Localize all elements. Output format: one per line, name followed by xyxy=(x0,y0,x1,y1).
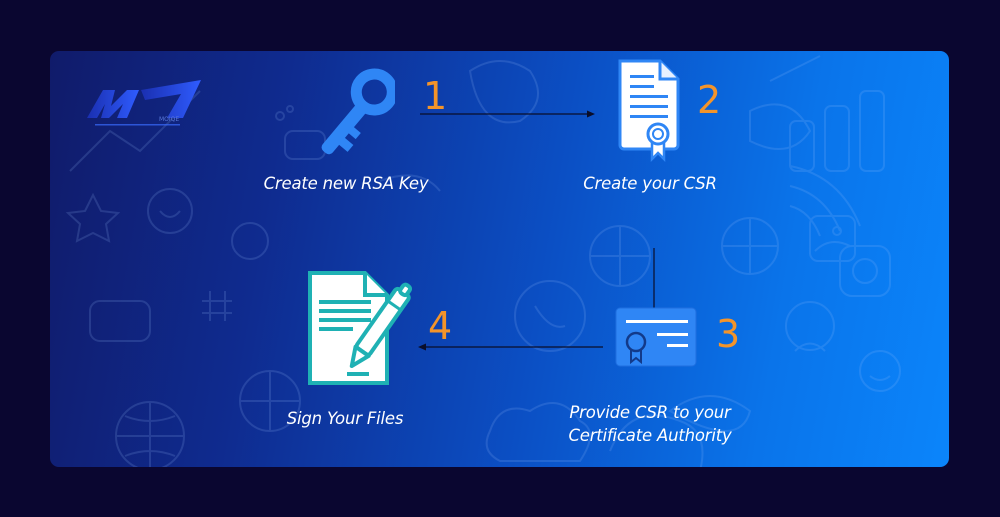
key-icon xyxy=(321,68,395,155)
step-number-4: 4 xyxy=(428,304,453,348)
arrow-step1-to-step2 xyxy=(420,110,595,118)
process-card: MOIQE 1 Create new RSA Key xyxy=(50,51,949,467)
brand-logo: MOIQE xyxy=(87,80,201,126)
arrow-step3-to-step4 xyxy=(418,343,603,351)
certificate-document-icon xyxy=(618,59,680,163)
svg-text:MOIQE: MOIQE xyxy=(159,116,179,123)
step-label-3-line-1: Provide CSR to your xyxy=(569,403,731,422)
step-number-1: 1 xyxy=(423,74,448,118)
document-pen-icon xyxy=(308,271,413,385)
step-label-2: Create your CSR xyxy=(583,174,717,193)
step-label-3-line-2: Certificate Authority xyxy=(568,426,732,445)
step-number-2: 2 xyxy=(697,78,722,122)
step-label-4: Sign Your Files xyxy=(286,409,404,428)
certificate-card-icon xyxy=(615,307,697,367)
background-doodles-icon xyxy=(65,55,901,467)
step-label-1: Create new RSA Key xyxy=(263,174,429,193)
step-number-3: 3 xyxy=(716,312,741,356)
